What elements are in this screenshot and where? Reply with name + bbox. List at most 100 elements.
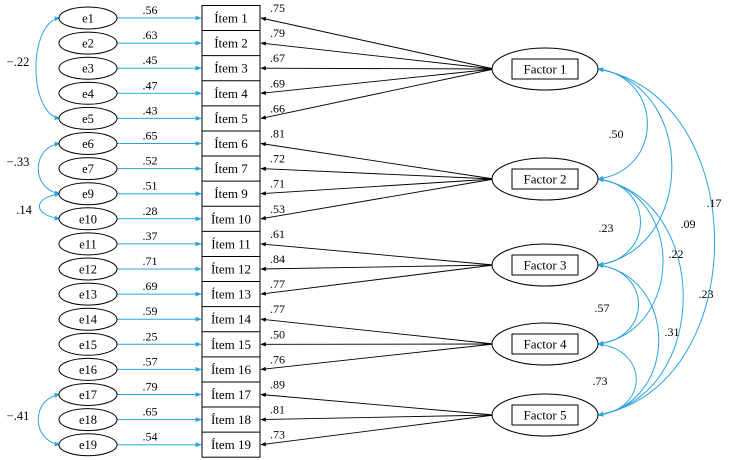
factor-correlation-label: .09 bbox=[681, 217, 696, 231]
factor-loading-label: .75 bbox=[270, 1, 285, 15]
error-term bbox=[58, 282, 118, 306]
error-term bbox=[58, 132, 118, 155]
error-term bbox=[58, 307, 118, 331]
item-label: Ítem 5 bbox=[214, 111, 248, 126]
error-loading-label: .56 bbox=[143, 3, 158, 17]
factor-loading-arrow bbox=[260, 16, 495, 70]
factor-loading-arrow bbox=[260, 414, 495, 422]
diagram-nodes bbox=[58, 5, 599, 458]
factor-loading-arrow bbox=[260, 41, 495, 70]
error-loading-label: .59 bbox=[143, 304, 158, 318]
factor-loading-arrow bbox=[260, 343, 495, 372]
item-label: Ítem 17 bbox=[211, 387, 252, 402]
factor-loading-arrow bbox=[260, 68, 495, 95]
factor-loading-arrow bbox=[260, 178, 495, 196]
factor-label: Factor 3 bbox=[524, 258, 567, 273]
factor-correlation-arrow bbox=[597, 177, 664, 346]
factor-loading-label: .72 bbox=[270, 152, 285, 166]
factor-loading-label: .66 bbox=[270, 101, 285, 115]
factor-loading-label: .73 bbox=[270, 428, 285, 442]
factor-loading-arrow bbox=[260, 414, 495, 447]
factor-loading-label: .50 bbox=[270, 327, 285, 341]
factor-label-box bbox=[511, 404, 579, 426]
item-label: Ítem 12 bbox=[211, 262, 251, 277]
factor-correlation-arrow bbox=[597, 67, 648, 181]
item-label: Ítem 4 bbox=[214, 86, 248, 101]
item-label: Ítem 1 bbox=[214, 11, 248, 26]
factor-correlation-label: .73 bbox=[593, 374, 608, 388]
item-label: Ítem 19 bbox=[211, 437, 251, 452]
error-term bbox=[58, 157, 118, 181]
error-label: e14 bbox=[79, 313, 98, 327]
factor-loading-label: .84 bbox=[270, 252, 285, 266]
error-loading-label: .47 bbox=[143, 78, 158, 92]
error-label: e13 bbox=[79, 288, 97, 302]
factor-loading-arrow bbox=[260, 178, 495, 221]
error-loading-label: .51 bbox=[143, 179, 158, 193]
error-loading-label: .79 bbox=[143, 380, 158, 394]
error-term bbox=[58, 31, 118, 55]
error-loading-label: .52 bbox=[143, 154, 158, 168]
factor-loading-arrow bbox=[260, 142, 495, 180]
error-term bbox=[58, 383, 118, 406]
factor-label: Factor 4 bbox=[524, 337, 567, 352]
error-covariance-label: −.33 bbox=[7, 155, 30, 169]
factor-correlation-arrow bbox=[597, 67, 715, 417]
error-label: e10 bbox=[79, 212, 97, 226]
error-label: e5 bbox=[82, 112, 94, 126]
error-term bbox=[58, 257, 118, 281]
factor-label-box bbox=[511, 58, 579, 80]
factor-label: Factor 5 bbox=[524, 408, 567, 423]
error-label: e9 bbox=[82, 187, 94, 201]
item-label: Ítem 16 bbox=[211, 362, 252, 377]
factor-correlation-label: .17 bbox=[707, 196, 722, 210]
error-loading-label: .69 bbox=[143, 279, 158, 293]
error-term bbox=[58, 332, 118, 356]
factor-loading-arrow bbox=[260, 264, 495, 272]
error-label: e16 bbox=[79, 363, 97, 377]
error-covariance-arrow bbox=[37, 141, 61, 196]
error-label: e2 bbox=[82, 37, 94, 51]
factor-loading-label: .71 bbox=[270, 177, 285, 191]
factor-loading-label: .61 bbox=[270, 227, 285, 241]
item-label: Ítem 10 bbox=[211, 211, 251, 226]
factor-correlation-label: .23 bbox=[599, 221, 614, 235]
factor-label-box bbox=[511, 168, 579, 190]
item-label: Ítem 15 bbox=[211, 337, 251, 352]
error-loading-label: .63 bbox=[143, 28, 158, 42]
factor-loading-arrow bbox=[260, 68, 495, 120]
factor-correlation-label: .50 bbox=[609, 127, 624, 141]
error-covariance-label: .14 bbox=[16, 203, 32, 217]
error-label: e12 bbox=[79, 263, 97, 277]
error-term bbox=[58, 207, 118, 231]
error-loading-label: .43 bbox=[143, 103, 158, 117]
factor-correlation-label: .57 bbox=[595, 301, 610, 315]
error-term bbox=[58, 6, 118, 30]
error-covariance-label: −.41 bbox=[7, 409, 30, 423]
factor-loading-label: .81 bbox=[270, 403, 285, 417]
error-term bbox=[58, 182, 118, 206]
error-term bbox=[58, 357, 118, 381]
factor-loading-arrow bbox=[260, 317, 495, 345]
error-label: e18 bbox=[79, 413, 97, 427]
factor-label: Factor 2 bbox=[524, 172, 567, 187]
factor-loading-label: .77 bbox=[270, 302, 285, 316]
error-term bbox=[58, 408, 118, 432]
item-label: Ítem 6 bbox=[214, 136, 248, 151]
error-label: e19 bbox=[79, 438, 97, 452]
error-label: e3 bbox=[82, 62, 94, 76]
item-label: Ítem 3 bbox=[214, 61, 248, 76]
error-label: e1 bbox=[82, 12, 94, 26]
factor-label-box bbox=[511, 254, 579, 276]
error-label: e4 bbox=[82, 87, 95, 101]
item-label: Ítem 9 bbox=[214, 186, 248, 201]
factor-loading-arrow bbox=[260, 66, 495, 71]
factor-loading-arrow bbox=[260, 242, 495, 266]
factor-loading-label: .77 bbox=[270, 277, 285, 291]
factor-label: Factor 1 bbox=[524, 62, 567, 77]
error-loading-label: .25 bbox=[143, 329, 158, 343]
error-label: e6 bbox=[82, 137, 94, 151]
factor-correlation-label: .23 bbox=[699, 287, 714, 301]
